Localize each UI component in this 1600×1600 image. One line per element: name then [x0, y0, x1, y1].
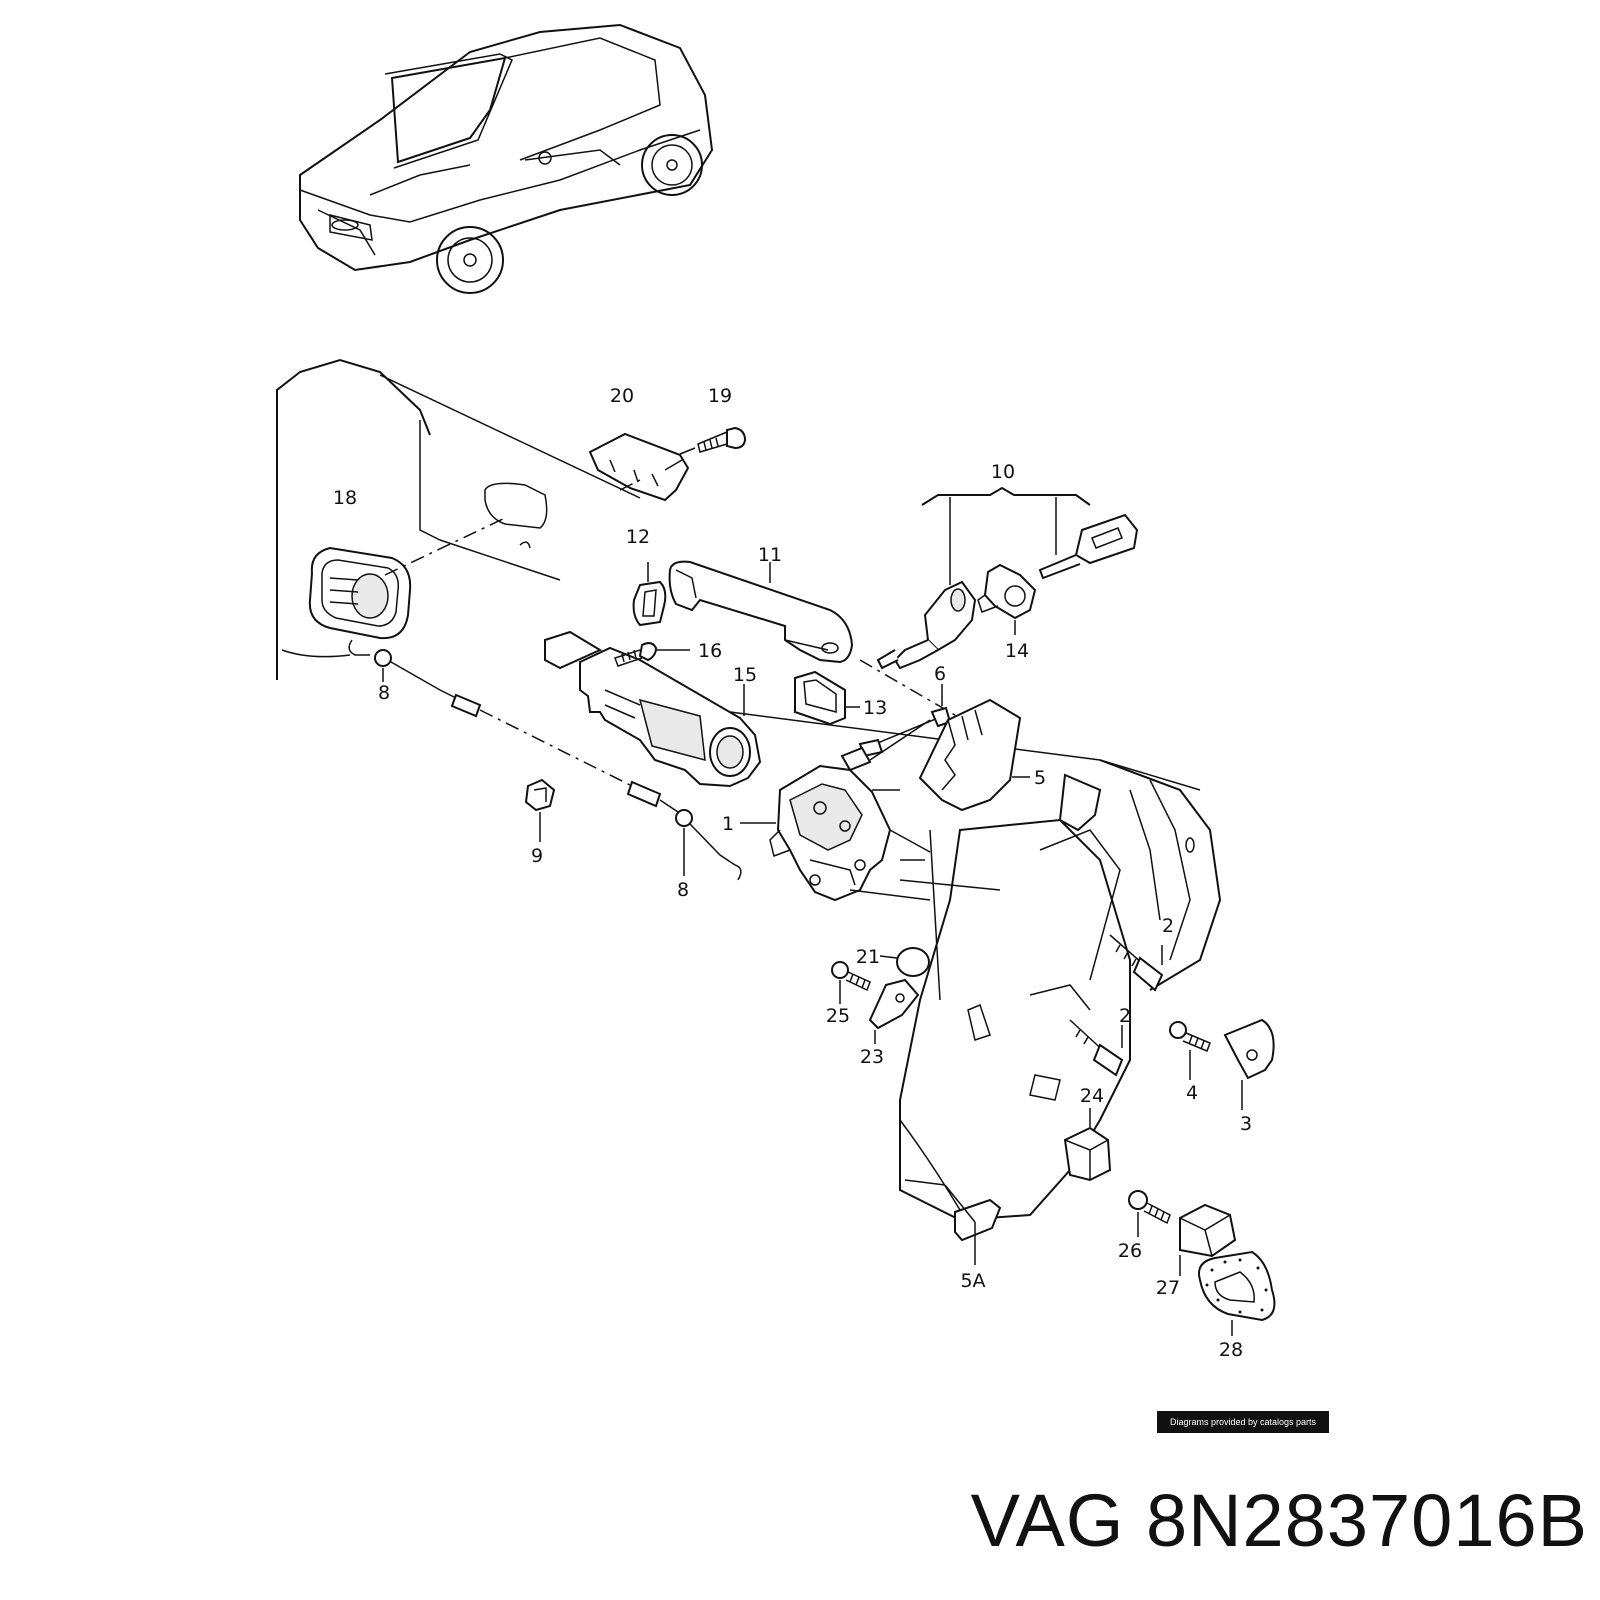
label-9: 9 [531, 845, 543, 867]
diagram-credit-banner: Diagrams provided by catalogs parts [1157, 1411, 1329, 1433]
door-handle-recess [484, 482, 548, 529]
label-5a: 5A [960, 1270, 985, 1292]
label-8a: 8 [378, 682, 390, 704]
label-10: 10 [991, 461, 1015, 483]
bracket-10 [921, 486, 1091, 506]
part-number-caption: VAG 8N2837016B [970, 1479, 1588, 1562]
part-2-screw-upper [1109, 934, 1164, 992]
part-8-cable-upper [348, 639, 482, 718]
label-11: 11 [758, 544, 782, 566]
part-16-screw [614, 642, 658, 667]
label-20: 20 [610, 385, 634, 407]
leader-20 [619, 479, 641, 491]
part-1-lock-mechanism [769, 746, 892, 902]
part-3-striker [1223, 1018, 1275, 1080]
leader-19-arrow [679, 447, 696, 455]
part-24-bumper [1063, 1126, 1112, 1182]
part-2-screw-lower [1069, 1019, 1124, 1077]
part-9-clip [524, 778, 556, 812]
part-15-handle-bracket [544, 630, 762, 788]
part-19-screw [697, 426, 747, 453]
car-illustration [299, 23, 714, 294]
leader-5a-b [904, 1179, 946, 1186]
label-14: 14 [1005, 640, 1029, 662]
label-15: 15 [733, 664, 757, 686]
label-18: 18 [333, 487, 357, 509]
leader-21 [879, 955, 898, 959]
part-13-gasket [794, 670, 846, 726]
door-panel-bracket [1058, 773, 1102, 832]
label-4: 4 [1186, 1082, 1198, 1104]
label-23: 23 [860, 1046, 884, 1068]
label-5: 5 [1034, 767, 1046, 789]
door-handle-recess-hole [519, 541, 531, 549]
part-20-bracket [588, 432, 690, 502]
part-6-rod [858, 706, 952, 758]
part-10-key [1038, 513, 1139, 580]
part-26-screw [1128, 1190, 1171, 1225]
lock-link-lower [849, 859, 931, 901]
part-10-lock-cylinder [876, 580, 977, 670]
part-5a-cover [954, 1198, 1002, 1242]
leader-5a [944, 1184, 976, 1265]
label-19: 19 [708, 385, 732, 407]
part-18-handle-bezel [308, 546, 412, 640]
label-24: 24 [1080, 1085, 1104, 1107]
leader-18 [384, 517, 506, 576]
label-2a: 2 [1162, 915, 1174, 937]
label-26: 26 [1118, 1240, 1142, 1262]
label-3: 3 [1240, 1113, 1252, 1135]
label-27: 27 [1156, 1277, 1180, 1299]
label-6: 6 [934, 663, 946, 685]
label-16: 16 [698, 640, 722, 662]
label-13: 13 [863, 697, 887, 719]
part-25-screw [831, 961, 871, 992]
label-28: 28 [1219, 1339, 1243, 1361]
label-21: 21 [856, 946, 880, 968]
part-4-screw [1169, 1021, 1211, 1052]
part-27-pad [1179, 1203, 1237, 1258]
door-outer-panel [276, 358, 1222, 1222]
part-8-cable-lower [626, 780, 742, 881]
part-28-seal [1198, 1250, 1276, 1322]
label-25: 25 [826, 1005, 850, 1027]
part-11-outer-handle [668, 560, 854, 664]
part-labels: 20 19 18 10 12 11 16 14 15 6 13 8 5 1 9 … [333, 385, 1252, 1361]
label-8b: 8 [677, 879, 689, 901]
label-2b: 2 [1119, 1005, 1131, 1027]
label-1: 1 [722, 813, 734, 835]
part-14-lock-cover [977, 563, 1037, 620]
part-5-carrier [918, 698, 1022, 812]
part-23-plate [868, 978, 920, 1030]
part-12-gasket [632, 580, 667, 627]
part-21-plug [896, 947, 930, 977]
lock-link-lines [869, 719, 931, 853]
label-12: 12 [626, 526, 650, 548]
